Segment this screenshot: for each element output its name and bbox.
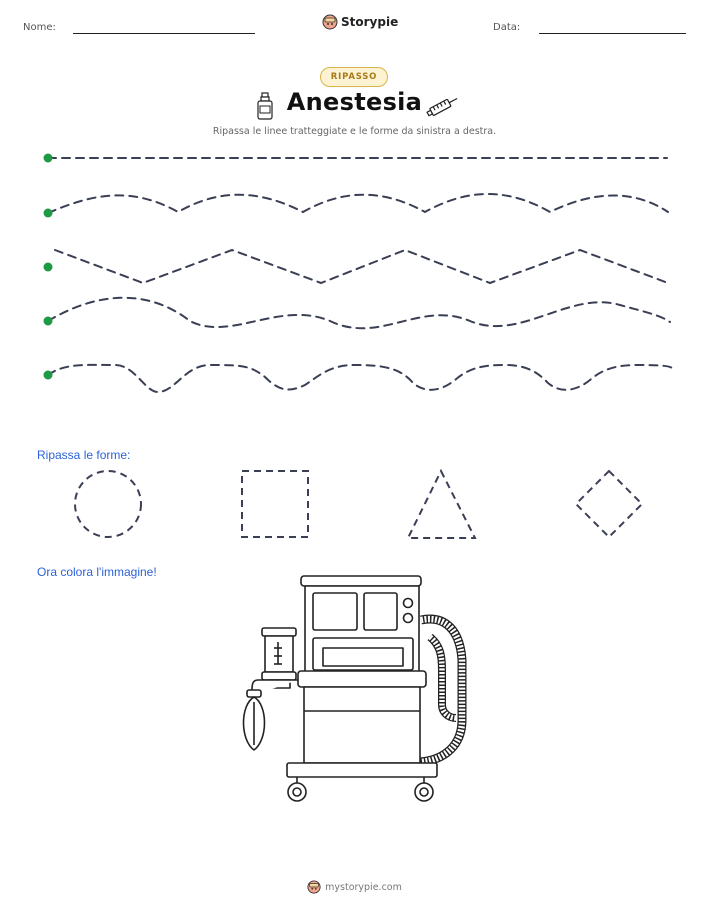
- name-label: Nome:: [23, 22, 56, 33]
- shapes-heading: Ripassa le forme:: [37, 448, 131, 462]
- trace-shape-circle[interactable]: [74, 470, 142, 538]
- name-write-line[interactable]: [73, 33, 255, 34]
- review-badge: RIPASSO: [320, 67, 388, 87]
- trace-shape-triangle[interactable]: [406, 468, 477, 539]
- tracing-lines: [43, 153, 673, 394]
- tracing-shapes: [74, 468, 644, 539]
- date-write-line[interactable]: [539, 33, 686, 34]
- start-dot: [43, 208, 53, 218]
- storypie-logo-icon: [322, 14, 338, 30]
- instructions: Ripassa le linee tratteggiate e le forme…: [212, 126, 497, 137]
- date-label: Data:: [493, 22, 521, 33]
- trace-line-wave-2[interactable]: [47, 296, 671, 330]
- trace-shape-square[interactable]: [241, 470, 309, 538]
- trace-line-wave-3[interactable]: [47, 363, 673, 394]
- trace-line-wave-1[interactable]: [47, 193, 669, 214]
- medicine-bottle-icon: [257, 92, 273, 120]
- start-dot: [43, 153, 53, 163]
- brand-name: Storypie: [341, 15, 399, 29]
- trace-line-zigzag[interactable]: [54, 248, 669, 285]
- start-dot: [43, 370, 53, 380]
- brand-logo: Storypie: [322, 14, 398, 30]
- start-dot: [43, 262, 53, 272]
- start-dot: [43, 316, 53, 326]
- storypie-logo-icon: [307, 880, 321, 894]
- color-heading: Ora colora l'immagine!: [37, 565, 157, 579]
- footer-site-link[interactable]: mystorypie.com: [325, 881, 402, 893]
- syringe-icon: [426, 97, 458, 117]
- footer: mystorypie.com: [0, 880, 709, 894]
- trace-shape-diamond[interactable]: [574, 469, 644, 539]
- page-title: Anestesia: [286, 88, 423, 116]
- anesthesia-machine-drawing[interactable]: [240, 572, 480, 807]
